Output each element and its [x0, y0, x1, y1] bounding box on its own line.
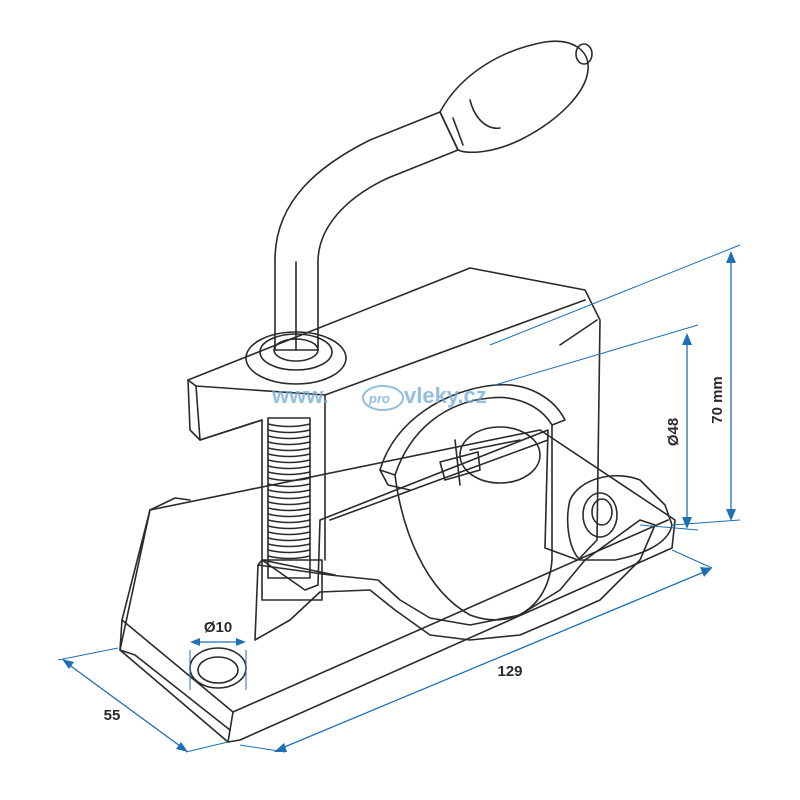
threaded-spindle	[261, 417, 323, 601]
base-plate	[119, 429, 676, 743]
thread-ridge	[267, 549, 311, 554]
thread-ridge	[267, 429, 311, 434]
dimension-tube-label: Ø48	[665, 418, 682, 446]
thread-ridge	[267, 423, 311, 428]
dimension-height: 70 mm	[489, 244, 741, 526]
dimension-width: 55	[57, 647, 229, 753]
dimension-tube: Ø48	[494, 324, 699, 531]
handle-rod	[274, 111, 459, 351]
watermark-logo-ring	[362, 385, 404, 411]
thread-ridge	[267, 537, 311, 542]
thread-ridge	[267, 477, 311, 482]
clamp-housing	[187, 267, 601, 591]
thread-ridge	[267, 459, 311, 464]
dimension-length-label: 129	[497, 663, 522, 680]
watermark-pro: pro	[368, 391, 390, 406]
thread-ridge	[267, 507, 311, 512]
thread-ridge	[267, 513, 311, 518]
saddle-body	[254, 519, 656, 641]
side-lug	[566, 474, 673, 561]
bore-hole	[189, 647, 247, 689]
thread-ridge	[267, 447, 311, 452]
watermark-prefix: www.	[271, 383, 329, 408]
thread-ridge	[267, 435, 311, 440]
thread-ridge	[267, 483, 311, 488]
thread-ridge	[267, 543, 311, 548]
dimension-length: 129	[239, 549, 713, 753]
thread-ridge	[267, 465, 311, 470]
thread-ridge	[267, 453, 311, 458]
thread-ridge	[267, 441, 311, 446]
thread-ridge	[267, 501, 311, 506]
dimension-width-label: 55	[104, 707, 121, 724]
dimension-bore-label: Ø10	[204, 619, 232, 636]
dimension-bore: Ø10	[189, 619, 247, 690]
watermark-suffix: vleky.cz	[404, 383, 487, 408]
thread-ridge	[267, 531, 311, 536]
thread-ridge	[267, 519, 311, 524]
watermark: www. pro vleky.cz	[271, 383, 487, 411]
thread-ridge	[267, 555, 311, 560]
dimension-height-label: 70 mm	[709, 376, 726, 424]
thread-ridge	[267, 471, 311, 476]
handle-grip	[439, 40, 593, 154]
tube-opening	[379, 383, 566, 621]
thread-ridge	[267, 525, 311, 530]
thread-ridge	[267, 489, 311, 494]
thread-ridge	[267, 495, 311, 500]
